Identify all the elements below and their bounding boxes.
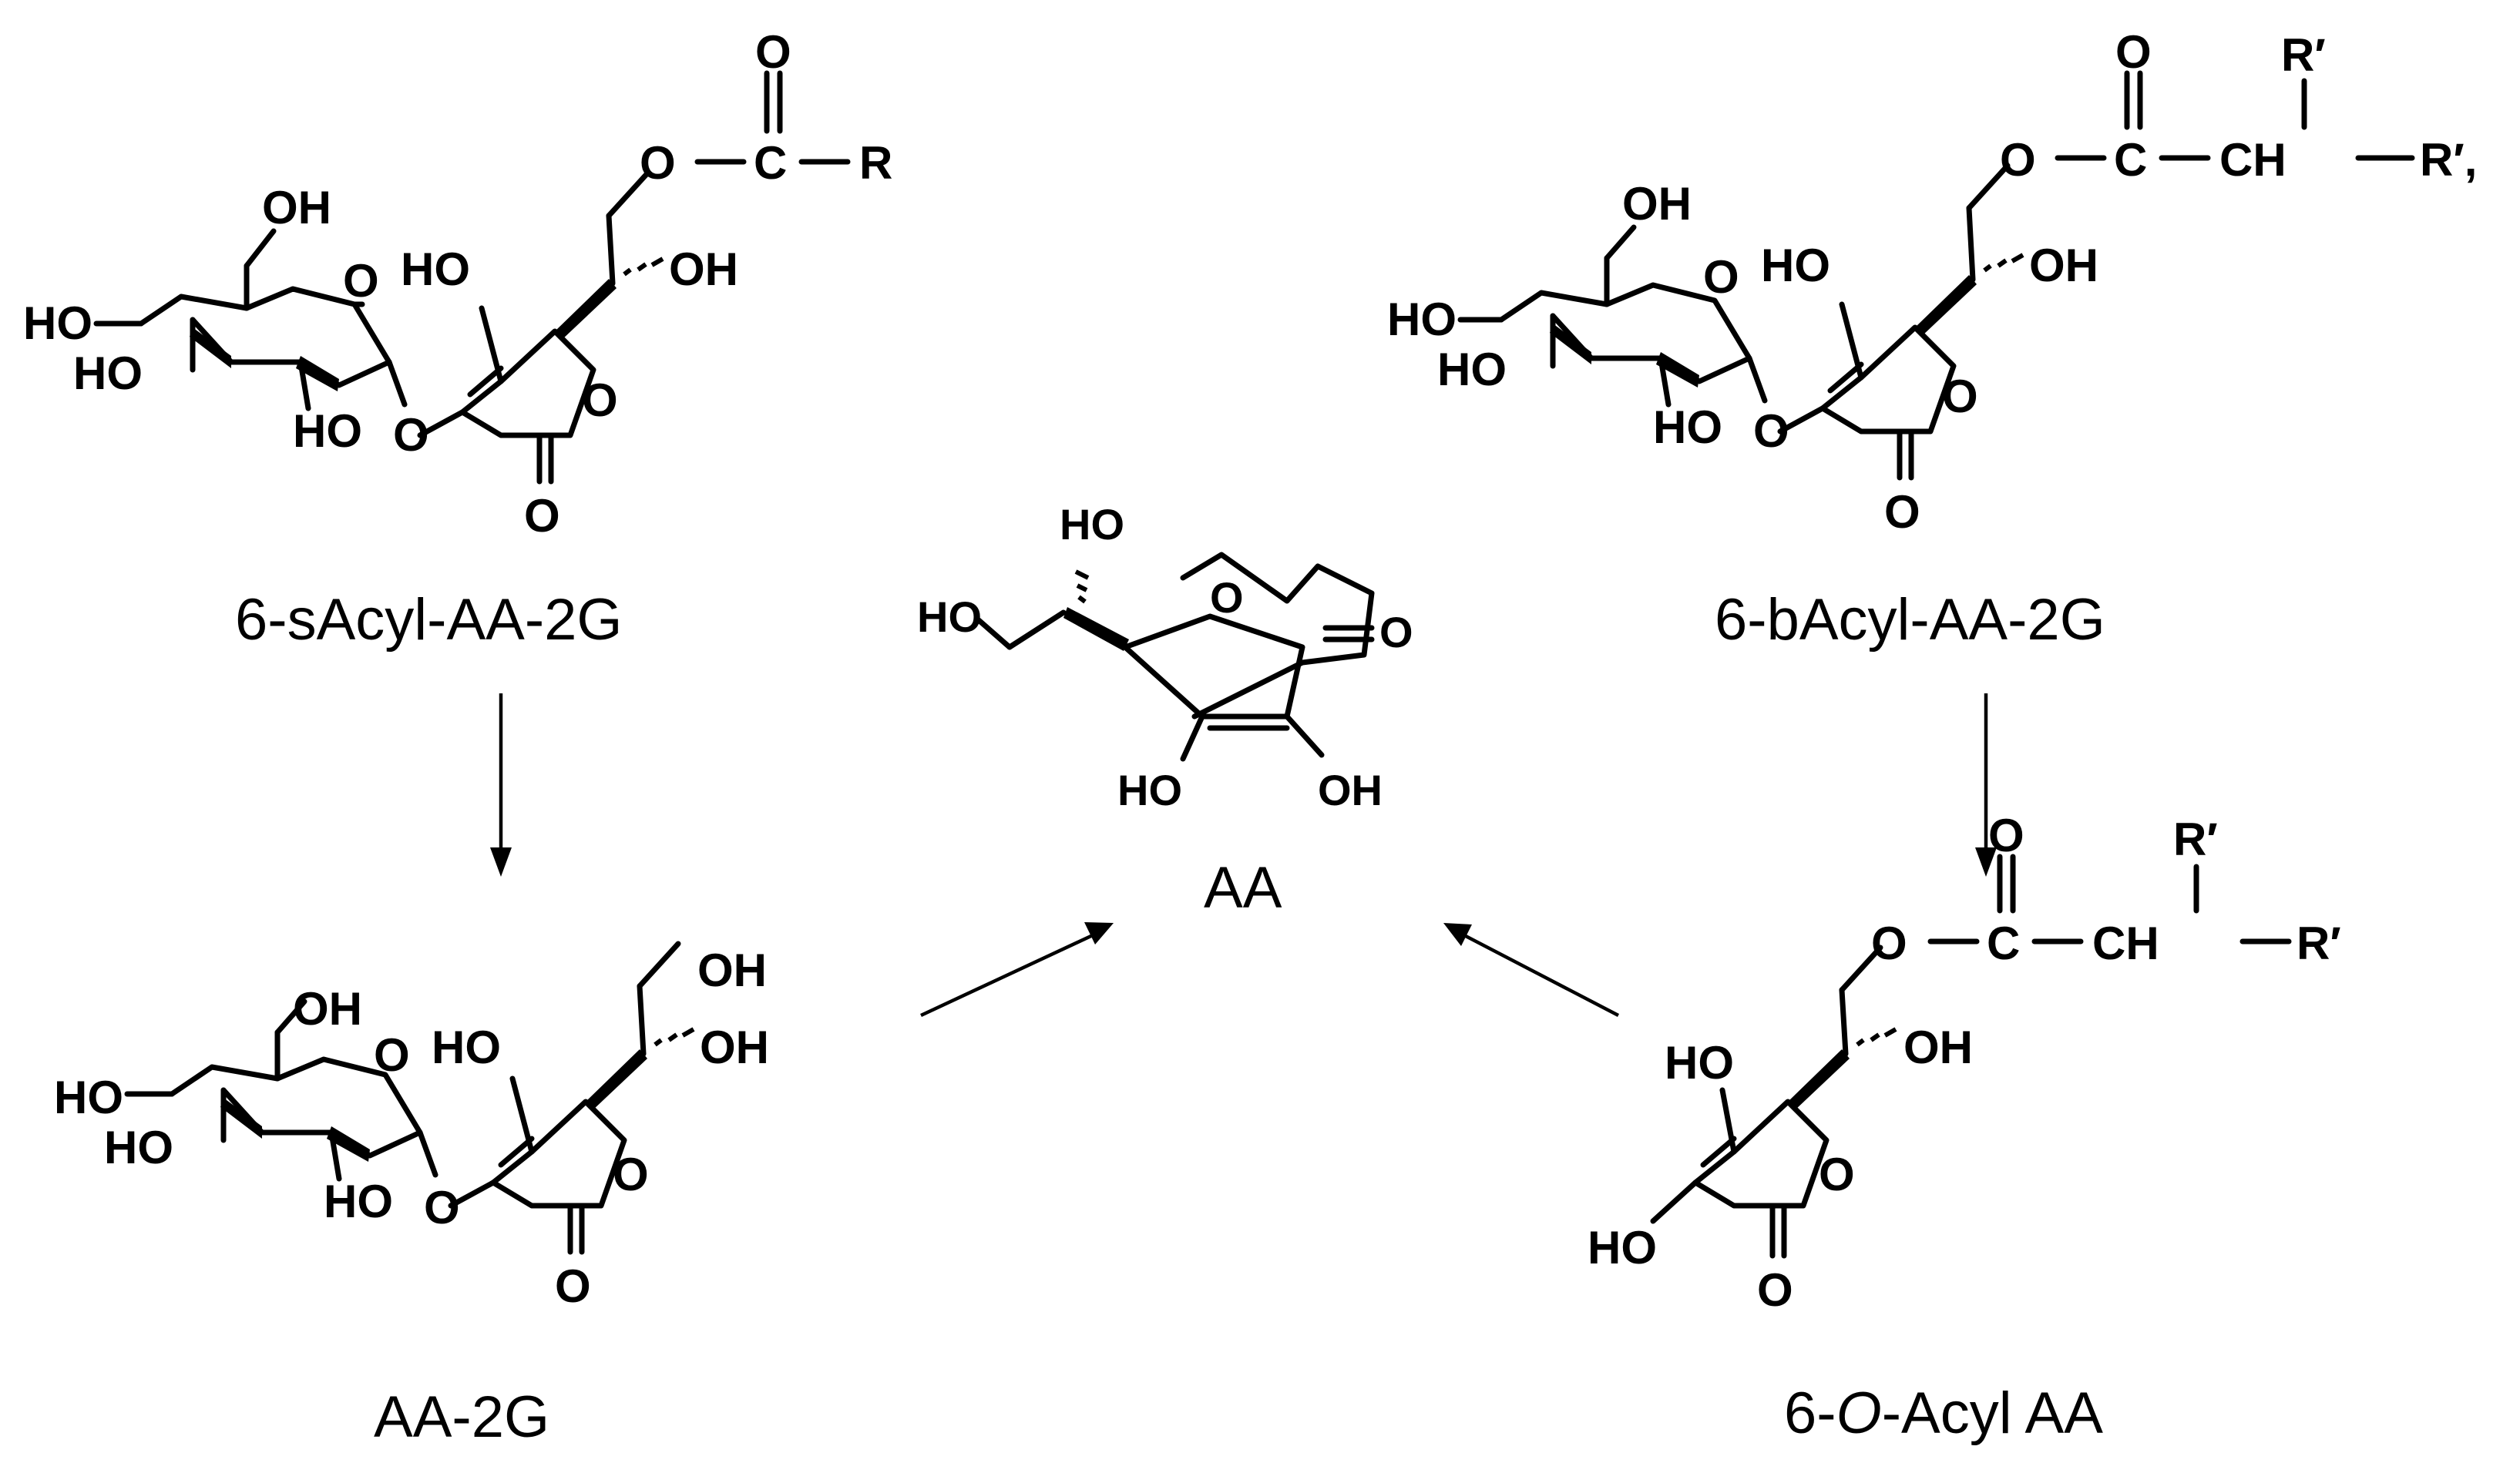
- atom-label: OH: [1903, 1022, 1973, 1073]
- atom-label: HO: [1060, 500, 1124, 549]
- atom-label: HO: [54, 1072, 123, 1123]
- atom-label: HO: [917, 592, 982, 641]
- compound-name: AA-2G: [374, 1384, 549, 1450]
- atom-label: O: [640, 137, 676, 189]
- side-chain-wedge: [586, 1049, 647, 1111]
- atom-label: C: [2114, 134, 2147, 186]
- atom-label: O: [1210, 573, 1244, 622]
- atom-label: O: [424, 1182, 460, 1233]
- compound-name-italic: O: [1836, 1381, 1882, 1446]
- atom-label: O: [1703, 251, 1739, 303]
- compound-sacyl-aa2g: O O C R OH OH HO O HO HO HO O O O 6-sAcy…: [23, 26, 892, 653]
- atom-label: O: [2000, 134, 2036, 186]
- atom-label: HO: [1387, 294, 1457, 345]
- compound-name: 6-bAcyl-AA-2G: [1715, 587, 2105, 653]
- atom-label: HO: [23, 297, 92, 349]
- glucose-wedge-bond-2: [296, 356, 339, 391]
- compound-bacyl-aa2g: O R′ O C CH R′, OH OH HO O HO HO HO O O …: [1387, 26, 2477, 653]
- arrow-oacyl-to-aa: [1463, 934, 1620, 1017]
- atom-label: C: [1987, 918, 2020, 969]
- atom-label: HO: [1437, 344, 1507, 395]
- atom-label: R′: [2297, 918, 2341, 969]
- reaction-arrows: [490, 693, 1997, 1018]
- side-chain-wedge: [555, 279, 617, 341]
- atom-label: O: [613, 1149, 649, 1200]
- arrow-head: [1975, 847, 1997, 877]
- atom-label: HO: [293, 405, 362, 457]
- atom-label: OH: [2029, 240, 2098, 291]
- compound-name-suffix: -Acyl AA: [1882, 1381, 2103, 1446]
- atom-label: HO: [1117, 766, 1182, 814]
- atom-label: R: [859, 137, 892, 189]
- atom-label: R′: [2173, 814, 2218, 865]
- atom-label: HO: [104, 1122, 173, 1173]
- atom-label: O: [1753, 405, 1789, 457]
- arrow-aa2g-to-aa: [920, 932, 1095, 1018]
- aa-wedge-bond: [1063, 607, 1129, 651]
- atom-label: R′,: [2420, 134, 2477, 186]
- atom-label: OH: [700, 1022, 769, 1073]
- glucose-wedge-bond-2: [1656, 352, 1699, 388]
- atom-label: O: [582, 374, 618, 426]
- atom-label: OH: [293, 983, 362, 1035]
- compound-aa: HO O HO O HO OH AA: [917, 500, 1413, 921]
- atom-label: HO: [1761, 240, 1830, 291]
- atom-label: O: [524, 490, 560, 542]
- atom-label: O: [393, 409, 429, 461]
- aa-ring-bonds: [1122, 613, 1305, 720]
- atom-label: O: [1819, 1149, 1855, 1200]
- atom-label: OH: [1318, 766, 1383, 814]
- atom-label: OH: [1622, 178, 1692, 230]
- compound-name: AA: [1204, 855, 1282, 921]
- atom-label: HO: [1653, 401, 1722, 453]
- side-chain-wedge: [1915, 275, 1977, 337]
- atom-label: OH: [262, 182, 331, 233]
- atom-label: HO: [1665, 1037, 1734, 1089]
- atom-label: HO: [73, 347, 143, 399]
- atom-label: HO: [1588, 1222, 1657, 1273]
- atom-label: O: [1942, 371, 1978, 422]
- glucose-wedge-bond: [220, 1098, 262, 1139]
- atom-label: O: [755, 26, 791, 78]
- arrow-head: [1443, 923, 1472, 946]
- glucose-ring-bonds: [1498, 282, 1752, 384]
- compound-name-prefix: 6-: [1784, 1381, 1836, 1446]
- atom-label: O: [1379, 608, 1413, 656]
- atom-label: HO: [432, 1022, 501, 1073]
- glucose-wedge-bond: [190, 327, 231, 368]
- arrow-head: [490, 847, 512, 877]
- atom-label: CH: [2092, 918, 2159, 969]
- compound-name: 6-sAcyl-AA-2G: [235, 587, 623, 653]
- arrow-head: [1084, 922, 1114, 945]
- side-chain-wedge: [1788, 1049, 1850, 1111]
- atom-label: HO: [401, 243, 470, 295]
- atom-label: O: [374, 1029, 410, 1081]
- atom-label: OH: [697, 945, 767, 996]
- atom-label: R′: [2281, 29, 2326, 81]
- compound-name: 6-O-Acyl AA: [1784, 1381, 2103, 1446]
- compound-6-o-acyl-aa: O R′ O C CH R′ OH HO O HO O 6-O-Acyl AA: [1588, 810, 2341, 1446]
- glucose-wedge-bond-2: [327, 1126, 370, 1162]
- atom-label: C: [754, 137, 787, 189]
- aa-bonds: [1180, 552, 1375, 720]
- glucose-ring-bonds: [138, 286, 392, 388]
- atom-label: OH: [669, 243, 738, 295]
- atom-label: O: [1871, 918, 1907, 969]
- glucose-wedge-bond: [1550, 324, 1591, 364]
- glucose-ring-bonds: [169, 1056, 423, 1159]
- atom-label: O: [555, 1260, 591, 1312]
- atom-label: O: [2115, 26, 2152, 78]
- atom-label: O: [1884, 486, 1920, 538]
- atom-label: O: [1757, 1264, 1793, 1316]
- atom-label: O: [343, 255, 379, 307]
- atom-label: CH: [2219, 134, 2286, 186]
- compound-aa2g: OH OH OH HO O HO HO HO O O O AA-2G: [54, 941, 769, 1450]
- atom-label: HO: [324, 1176, 393, 1227]
